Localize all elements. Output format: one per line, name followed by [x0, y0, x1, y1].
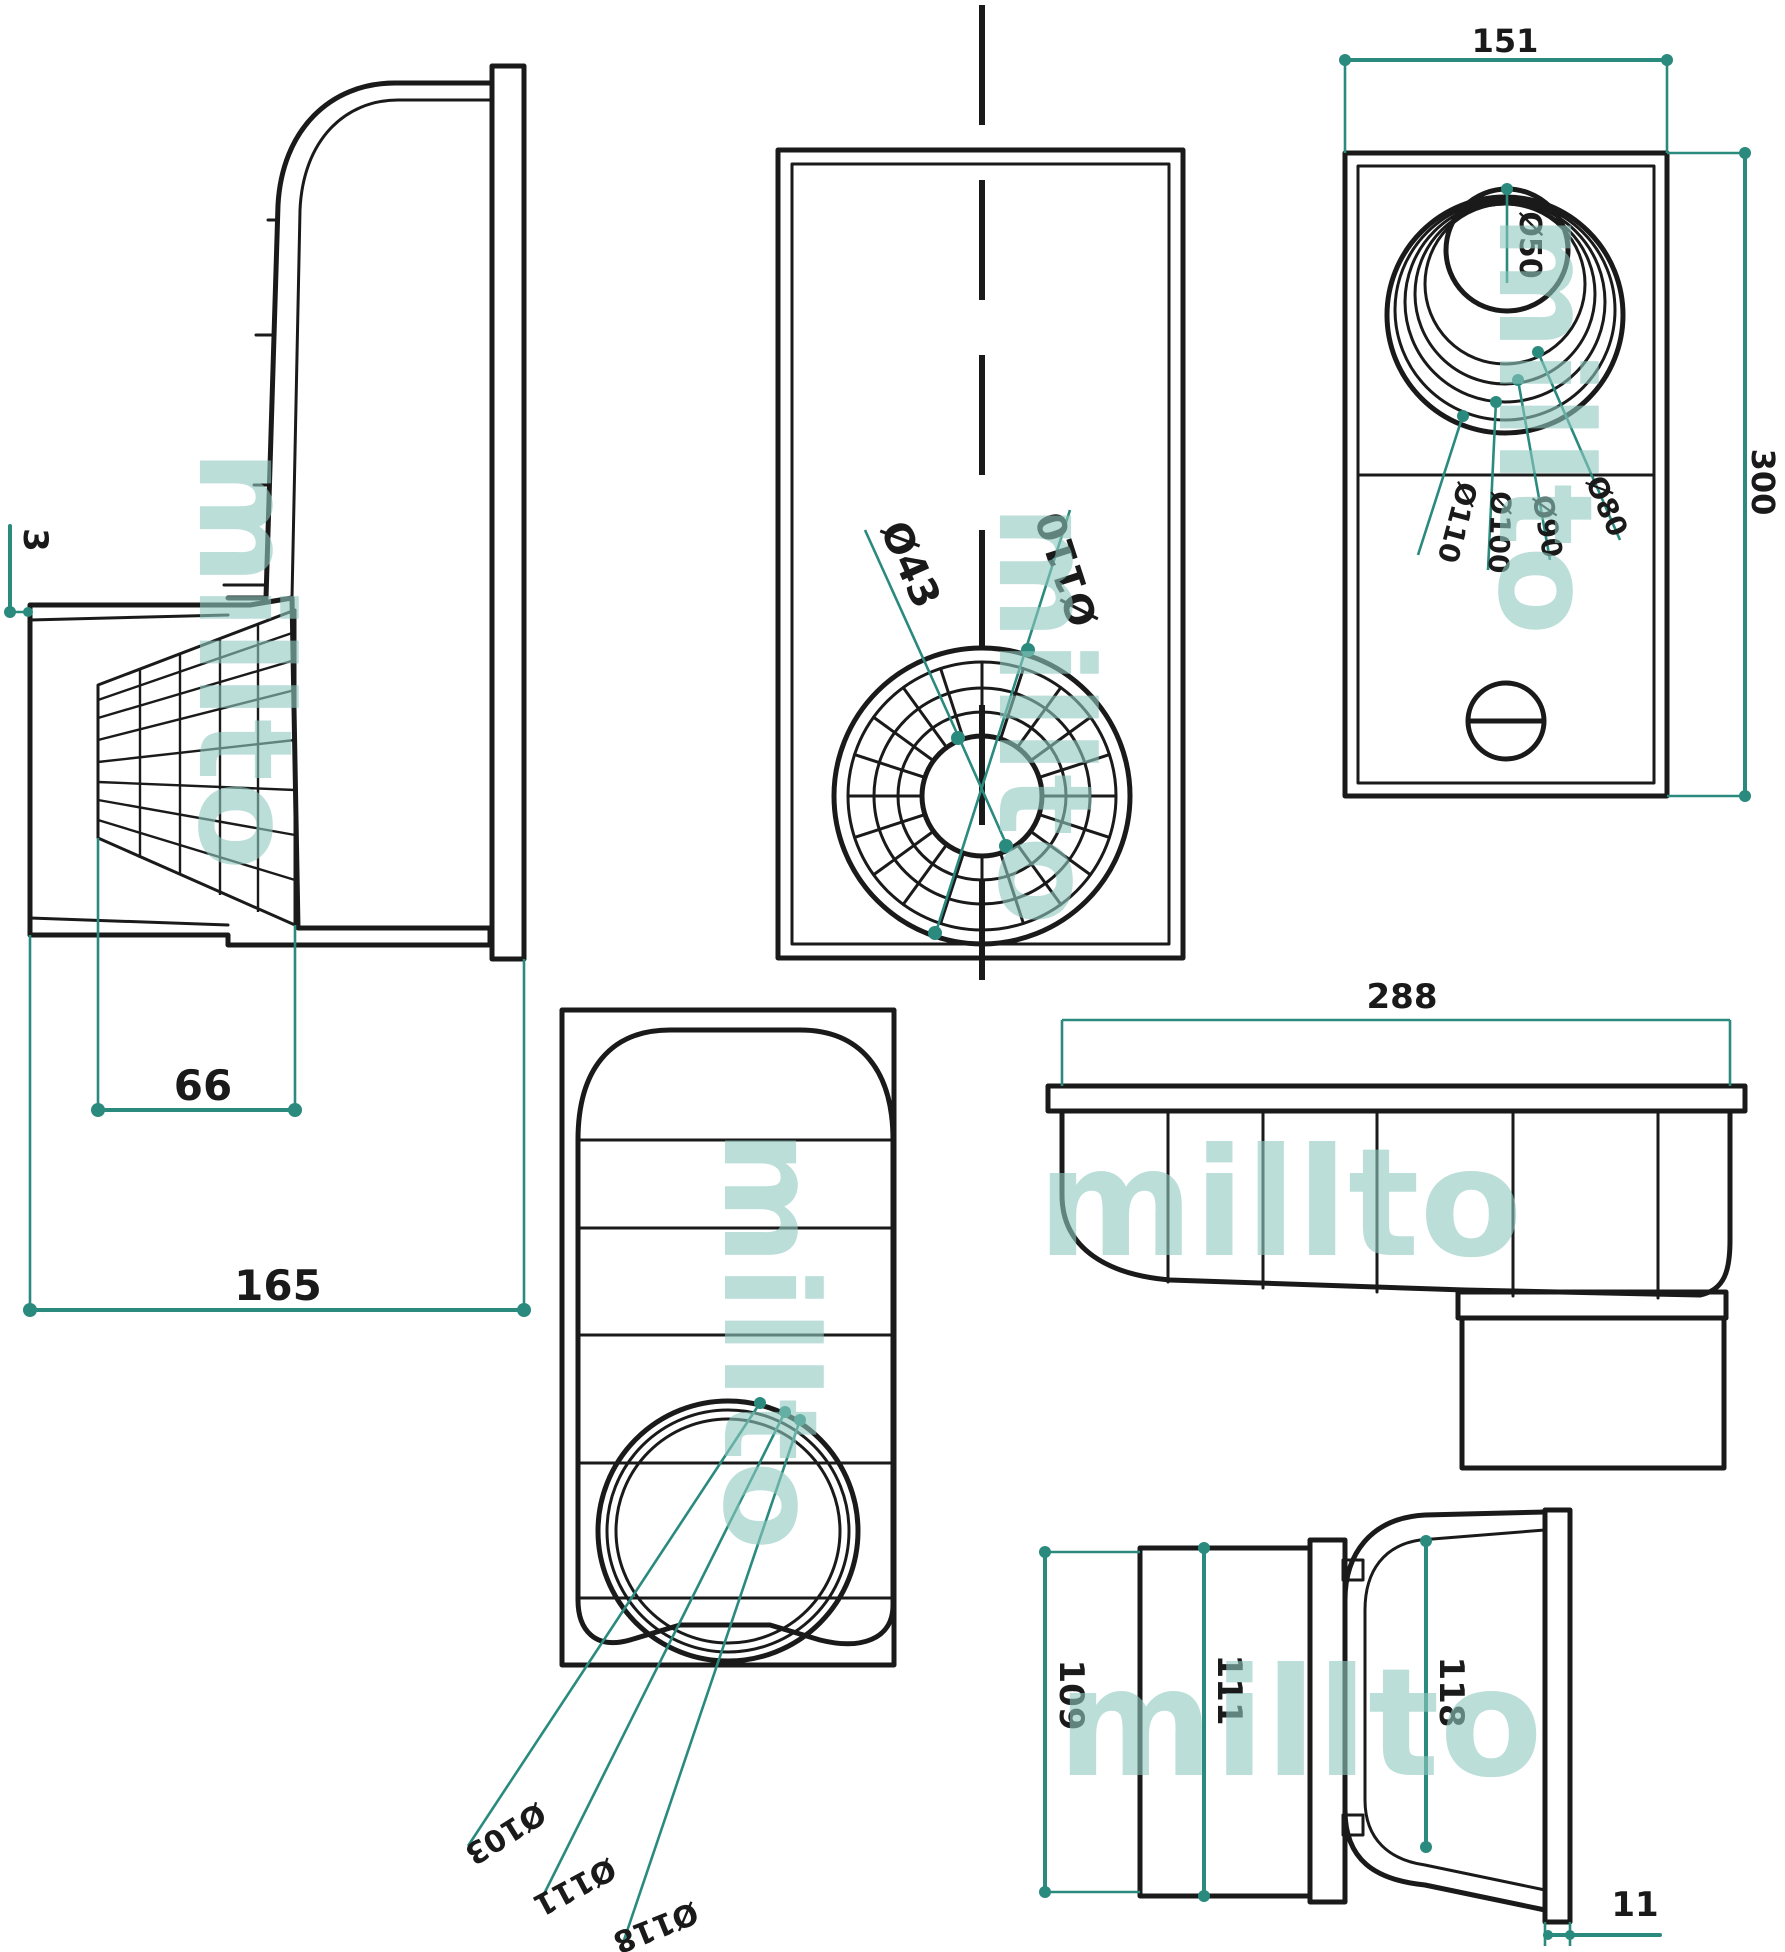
long-side-view: [1045, 1083, 1748, 1471]
dim-side-flange-label: 3: [15, 528, 55, 552]
side-view: [27, 63, 527, 962]
bottom-view: [559, 1007, 897, 1668]
outlet-ring-110: [1384, 194, 1626, 436]
dim-pipe-wall-label: 118: [1431, 1657, 1471, 1728]
grate-spoke: [1037, 753, 1111, 779]
dim-pipe-wall: 118: [1420, 1535, 1471, 1853]
dim-top-height-label: 300: [1744, 449, 1782, 516]
watermark-top: millto: [1469, 215, 1621, 636]
bottom-view-socket-outer: [595, 1398, 861, 1664]
top-view-frame-outer: [1342, 150, 1670, 799]
dim-flange-thickness-label: 11: [1611, 1885, 1658, 1925]
side-view-body-inner: [290, 98, 494, 600]
front-view: [775, 5, 1186, 980]
long-side-view-flange: [1045, 1083, 1748, 1114]
grate-spoke: [1015, 843, 1063, 906]
side-view-body-outer: [225, 80, 495, 601]
grate-spoke: [901, 843, 949, 906]
watermark-front: millto: [969, 505, 1121, 926]
dim-outlet-100: Ø100: [1482, 396, 1518, 574]
grate-spoke: [939, 851, 965, 925]
outlet-view-flange: [1542, 1507, 1573, 1925]
outlet-view: [1137, 1507, 1573, 1925]
dim-grate-inner-label: Ø43: [871, 514, 949, 615]
side-view-pipe: [27, 595, 493, 948]
grate-spoke: [1029, 715, 1092, 763]
dim-outlet-50: Ø50: [1501, 183, 1547, 283]
dim-pipe-mid: 111: [1198, 1542, 1249, 1902]
outlet-ring-80: [1423, 202, 1587, 366]
dim-outlet-50-label: Ø50: [1512, 211, 1547, 278]
dim-socket-103-label: Ø103: [458, 1795, 551, 1871]
dim-top-height: 300: [1667, 147, 1782, 802]
dim-basket-depth-label: 66: [174, 1061, 232, 1110]
outlet-ring-100: [1403, 200, 1607, 404]
bottom-view-body: [575, 1027, 896, 1647]
dim-top-width: 151: [1339, 22, 1673, 153]
grate-spokes: [846, 660, 1118, 932]
watermark-long-side: millto: [1037, 1117, 1522, 1291]
grate-spoke: [999, 851, 1025, 925]
dim-top-width-label: 151: [1472, 22, 1539, 60]
grate-spoke: [872, 715, 935, 763]
dim-basket-depth: 66: [91, 838, 302, 1117]
dim-outlet-100-label: Ø100: [1482, 491, 1518, 574]
dim-side-depth-label: 165: [234, 1261, 322, 1310]
dim-bottom-length-label: 288: [1367, 977, 1438, 1017]
grate-spoke: [853, 753, 927, 779]
long-side-view-pipe: [1459, 1315, 1727, 1471]
long-side-view-body: [1059, 1108, 1733, 1298]
watermark-side: millto: [169, 450, 321, 871]
watermark-outlet: millto: [1057, 1637, 1542, 1811]
watermark-bottom: millto: [694, 1130, 846, 1551]
grate-spoke: [901, 686, 949, 749]
outlet-view-pipe: [1137, 1545, 1313, 1899]
grate-spoke: [1037, 813, 1111, 839]
dim-flange-thickness: 11: [1543, 1885, 1662, 1946]
dim-pipe-outer: 109: [1039, 1546, 1140, 1898]
dim-socket-111-label: Ø111: [527, 1850, 621, 1922]
grate-spoke: [939, 667, 965, 741]
dim-socket-118-label: Ø118: [608, 1894, 703, 1952]
dim-side-flange: 3: [4, 524, 55, 618]
dim-pipe-outer-label: 109: [1051, 1660, 1091, 1731]
grate-spoke: [853, 813, 927, 839]
grate-spoke: [999, 667, 1025, 741]
grate-spoke: [872, 829, 935, 877]
dim-pipe-mid-label: 111: [1209, 1655, 1249, 1726]
side-view-flange: [489, 63, 527, 962]
grate-spoke: [1029, 829, 1092, 877]
dim-bottom-length: 288: [1060, 977, 1732, 1086]
grate-outer-circle: [831, 645, 1133, 947]
dim-side-depth: 165: [23, 935, 531, 1317]
grate-spoke: [1015, 686, 1063, 749]
